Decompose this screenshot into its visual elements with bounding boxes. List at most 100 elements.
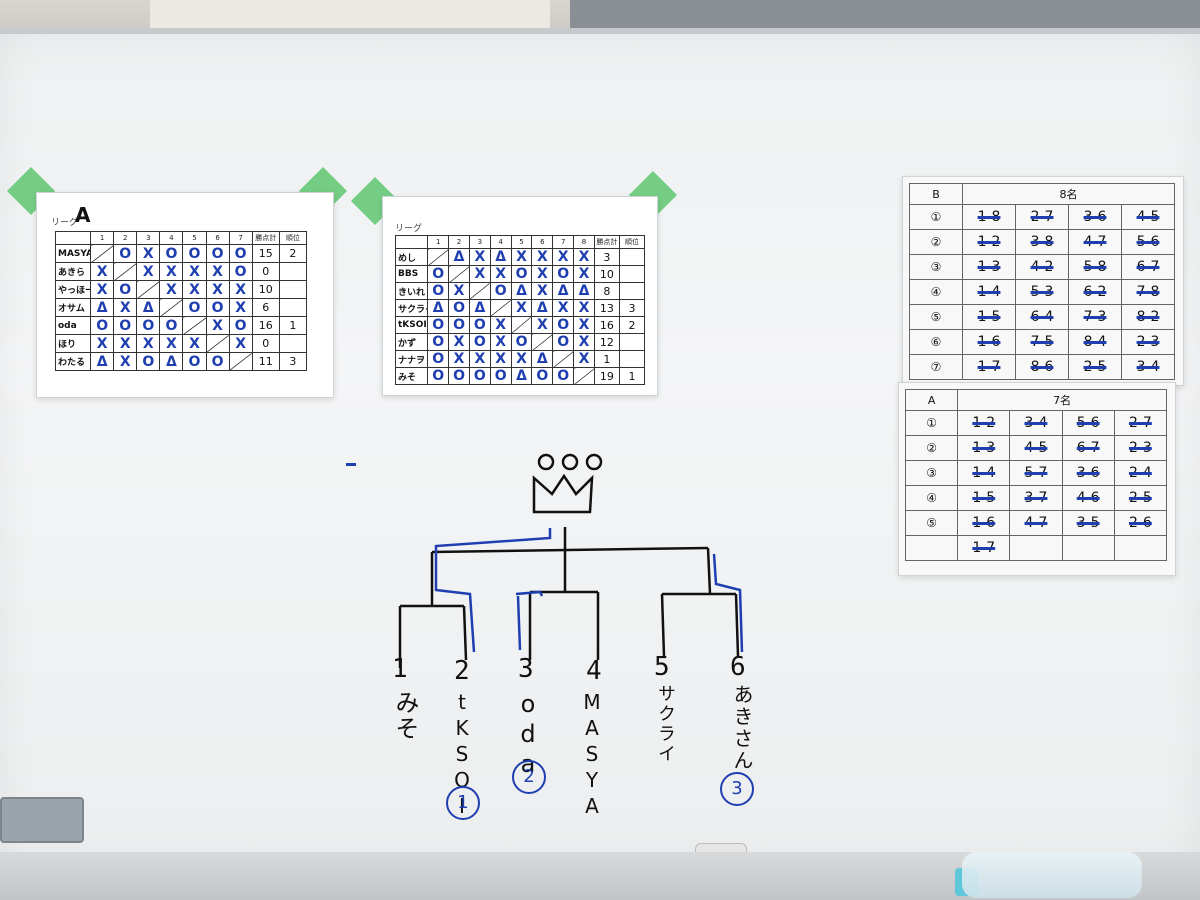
- schedule-b-pairing: 1-7: [962, 354, 1016, 380]
- schedule-a-pairing: 3-7: [1009, 485, 1063, 511]
- league-b-result-cell: [468, 282, 491, 300]
- entrant-2-place-badge: 1: [446, 786, 480, 820]
- schedule-b-pairing: 5-3: [1015, 279, 1069, 305]
- schedule-b-pairing: 3-8: [1015, 229, 1069, 255]
- schedule-b-pairing: 8-4: [1068, 329, 1122, 355]
- league-b-result-cell: [448, 265, 470, 283]
- schedule-b-pairing: 3-4: [1121, 354, 1175, 380]
- schedule-b-round-number: ⑦: [909, 354, 963, 380]
- schedule-a-pairing: 3-5: [1061, 510, 1115, 536]
- entrant-4-seed: 4: [586, 656, 602, 686]
- water-bottle: [962, 852, 1142, 898]
- schedule-a-round-number: [904, 535, 959, 561]
- entrant-4-name: MASYA: [580, 690, 604, 820]
- entrant-5-name: サクライ: [655, 684, 676, 764]
- ink-dot: [346, 463, 356, 466]
- schedule-a-round-row: 1-7: [904, 535, 1168, 561]
- schedule-a-pairing: 2-6: [1113, 510, 1168, 536]
- league-b-result-cell: [552, 350, 575, 368]
- schedule-a-pairing: 2-4: [1113, 460, 1168, 486]
- schedule-b-round-number: ⑤: [909, 304, 963, 330]
- schedule-b-pairing: 8-6: [1015, 354, 1069, 380]
- league-a-result-cell: [228, 352, 253, 371]
- league-b-result-cell: [427, 248, 450, 266]
- entrant-5-seed: 5: [654, 652, 670, 682]
- schedule-a-pairing: 1-7: [957, 535, 1011, 561]
- schedule-b-pairing: 1-5: [962, 304, 1016, 330]
- schedule-a-pairing: [1009, 535, 1063, 561]
- league-a-rank-cell: 3: [278, 352, 308, 371]
- schedule-b-pairing: 7-8: [1121, 279, 1175, 305]
- league-b-player-name: みそ: [394, 367, 429, 385]
- entrant-1-seed: 1: [392, 654, 408, 684]
- schedule-b-pairing: 7-5: [1015, 329, 1069, 355]
- league-a-title: リーグ: [51, 218, 79, 228]
- schedule-a-round-number: ①: [904, 410, 959, 436]
- schedule-b-pairing: 1-3: [962, 254, 1016, 280]
- schedule-a-pairing: [1113, 535, 1168, 561]
- schedule-b-pairing: 2-3: [1121, 329, 1175, 355]
- league-a-player-name: わたる: [54, 352, 92, 371]
- entrant-3-seed: 3: [518, 654, 534, 684]
- league-a-result-cell: Δ: [159, 352, 184, 371]
- wall-door: [150, 0, 550, 32]
- crown-icon: [532, 453, 603, 514]
- schedule-a-pairing: 5-7: [1009, 460, 1063, 486]
- league-b-points-cell: 19: [593, 367, 620, 385]
- league-a-result-cell: [182, 316, 207, 335]
- schedule-a-pairing: 1-5: [957, 485, 1011, 511]
- schedule-a-pairing: 2-5: [1113, 485, 1168, 511]
- bracket-lines: [398, 527, 740, 668]
- schedule-b-pairing: 6-4: [1015, 304, 1069, 330]
- schedule-a-pairing: 3-4: [1009, 410, 1063, 436]
- schedule-b-pairing: 4-5: [1121, 204, 1175, 230]
- schedule-b-pairing: 8-2: [1121, 304, 1175, 330]
- league-a-result-cell: [90, 244, 115, 263]
- schedule-b-pairing: 1-6: [962, 329, 1016, 355]
- schedule-b-pairing: 1-2: [962, 229, 1016, 255]
- schedule-b-round-number: ③: [909, 254, 963, 280]
- schedule-a-pairing: 6-7: [1061, 435, 1115, 461]
- schedule-a-round-number: ②: [904, 435, 959, 461]
- board-eraser[interactable]: [0, 797, 84, 843]
- schedule-b-pairing: 1-4: [962, 279, 1016, 305]
- league-b-points-cell: 10: [593, 265, 620, 283]
- schedule-a-pairing: 1-3: [957, 435, 1011, 461]
- league-a-letter: A: [75, 203, 91, 227]
- schedule-a-pairing: 1-6: [957, 510, 1011, 536]
- entrant-3-place-badge: 2: [512, 760, 546, 794]
- schedule-a-pairing: 4-5: [1009, 435, 1063, 461]
- schedule-b-pairing: 3-6: [1068, 204, 1122, 230]
- schedule-b-round-number: ⑥: [909, 329, 963, 355]
- entrant-6-name: あきさん: [730, 684, 754, 772]
- entrant-2-seed: 2: [454, 656, 470, 686]
- schedule-b-pairing: 6-7: [1121, 254, 1175, 280]
- entrant-6-place-badge: 3: [720, 772, 754, 806]
- league-b-result-cell: O: [448, 367, 470, 385]
- league-a-result-cell: [113, 262, 138, 281]
